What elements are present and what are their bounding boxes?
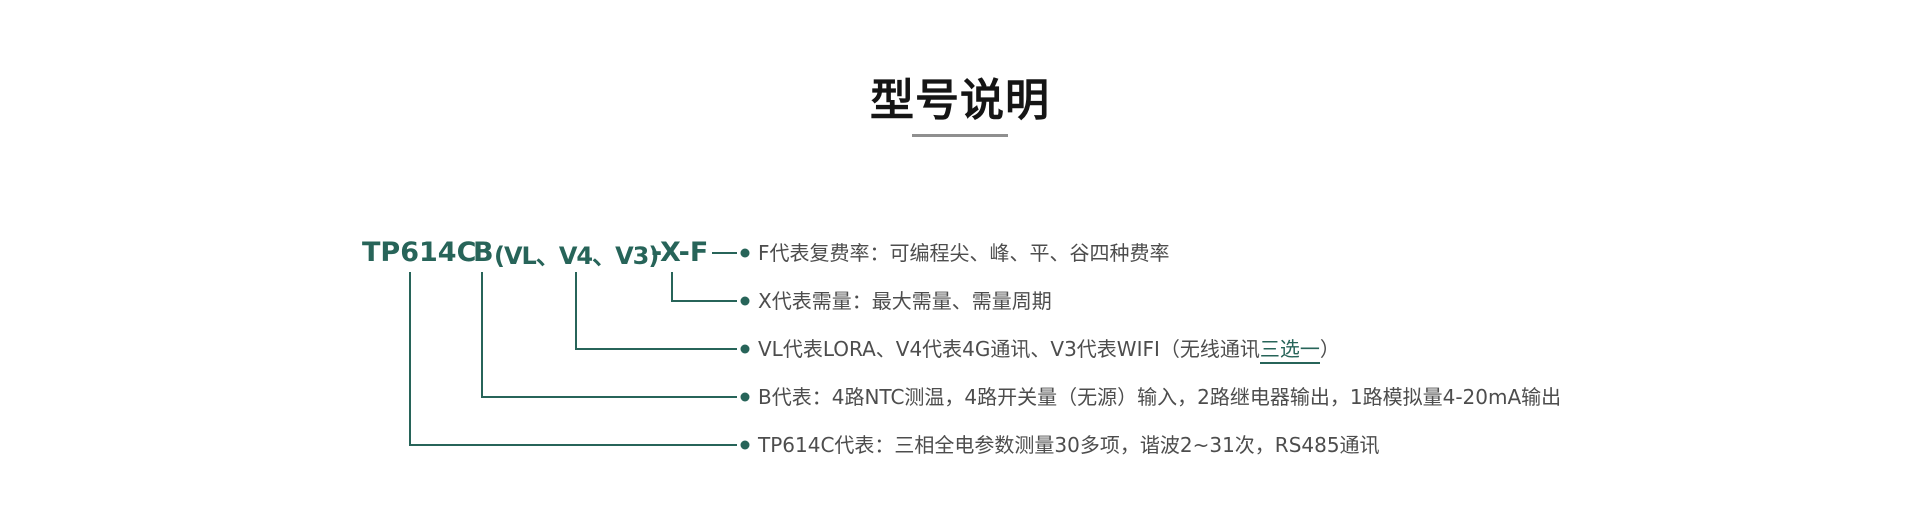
explanation-item-f: F代表复费率：可编程尖、峰、平、谷四种费率 [758, 239, 1170, 267]
model-segment-base: TP614C [362, 237, 477, 268]
explanation-text: TP614C代表：三相全电参数测量30多项，谐波2~31次，RS485通讯 [758, 433, 1380, 457]
explanation-highlight: 三选一 [1259, 337, 1320, 364]
bullet-dot-b [740, 392, 750, 402]
title-divider [912, 134, 1008, 137]
model-code: TP614C B (VL、V4、V3) -X-F [362, 237, 709, 271]
explanation-item-wireless: VL代表LORA、V4代表4G通讯、V3代表WIFI（无线通讯三选一） [758, 335, 1340, 364]
explanation-suffix: ） [1319, 337, 1340, 361]
explanation-item-x: X代表需量：最大需量、需量周期 [758, 287, 1052, 315]
bullet-dot-tp [740, 440, 750, 450]
explanation-text: X代表需量：最大需量、需量周期 [758, 289, 1052, 313]
explanation-item-b: B代表：4路NTC测温，4路开关量（无源）输入，2路继电器输出，1路模拟量4-2… [758, 383, 1561, 411]
explanation-text: B代表：4路NTC测温，4路开关量（无源）输入，2路继电器输出，1路模拟量4-2… [758, 385, 1562, 409]
model-segment-wireless: (VL、V4、V3) [494, 242, 659, 270]
explanation-text: VL代表LORA、V4代表4G通讯、V3代表WIFI（无线通讯 [758, 337, 1260, 361]
explanation-item-tp614c: TP614C代表：三相全电参数测量30多项，谐波2~31次，RS485通讯 [758, 431, 1380, 459]
page-title: 型号说明 [870, 75, 1050, 126]
explanation-text: F代表复费率：可编程尖、峰、平、谷四种费率 [758, 241, 1170, 265]
model-segment-b: B [473, 237, 494, 268]
model-segment-xf: -X-F [651, 237, 709, 268]
bullet-dot-v [740, 344, 750, 354]
